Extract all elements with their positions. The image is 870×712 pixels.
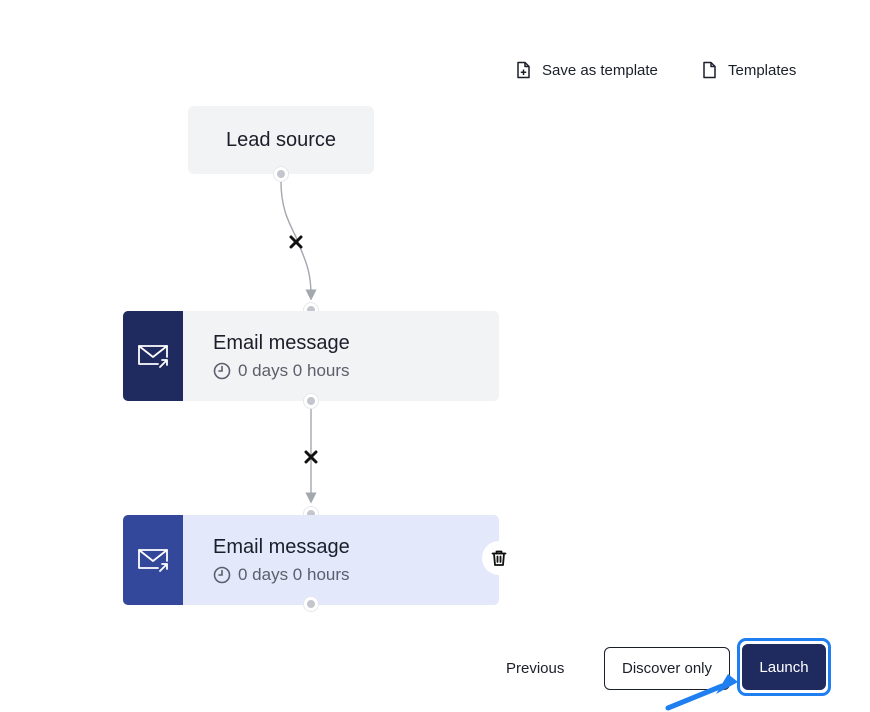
mail-send-icon bbox=[138, 549, 168, 572]
close-icon bbox=[289, 235, 303, 249]
lead-source-label: Lead source bbox=[225, 128, 337, 151]
file-plus-icon bbox=[517, 61, 530, 79]
templates-label: Templates bbox=[728, 61, 797, 79]
trash-icon bbox=[491, 550, 507, 566]
remove-connection-button[interactable] bbox=[287, 233, 305, 251]
email-step-node[interactable]: Email message 0 days 0 hours bbox=[123, 311, 499, 401]
discover-only-label: Discover only bbox=[621, 660, 713, 677]
discover-only-button[interactable]: Discover only bbox=[604, 647, 730, 690]
email-step-title: Email message bbox=[213, 535, 350, 558]
email-step-icon-box bbox=[123, 311, 183, 401]
templates-button[interactable]: Templates bbox=[700, 59, 796, 81]
save-as-template-label: Save as template bbox=[542, 61, 658, 79]
launch-label: Launch bbox=[759, 658, 809, 676]
delete-step-button[interactable] bbox=[482, 541, 516, 575]
previous-label: Previous bbox=[506, 659, 565, 677]
email-step-2-output-port[interactable] bbox=[304, 597, 318, 611]
pointer-arrow-icon bbox=[665, 674, 738, 711]
email-step-title: Email message bbox=[213, 331, 350, 354]
remove-connection-button[interactable] bbox=[302, 448, 320, 466]
previous-button[interactable]: Previous bbox=[506, 654, 564, 682]
email-step-icon-box bbox=[123, 515, 183, 605]
clock-icon bbox=[213, 362, 231, 379]
lead-source-output-port[interactable] bbox=[274, 167, 288, 181]
file-icon bbox=[703, 61, 716, 79]
email-step-1-output-port[interactable] bbox=[304, 394, 318, 408]
mail-send-icon bbox=[138, 345, 168, 368]
close-icon bbox=[304, 450, 318, 464]
launch-highlight-ring bbox=[737, 638, 831, 696]
lead-source-node[interactable]: Lead source bbox=[188, 106, 374, 174]
save-as-template-button[interactable]: Save as template bbox=[514, 59, 658, 81]
email-step-node-selected[interactable]: Email message 0 days 0 hours bbox=[123, 515, 499, 605]
launch-button[interactable]: Launch bbox=[742, 644, 826, 690]
email-step-delay: 0 days 0 hours bbox=[238, 564, 350, 584]
clock-icon bbox=[213, 566, 231, 583]
email-step-delay: 0 days 0 hours bbox=[238, 360, 350, 380]
